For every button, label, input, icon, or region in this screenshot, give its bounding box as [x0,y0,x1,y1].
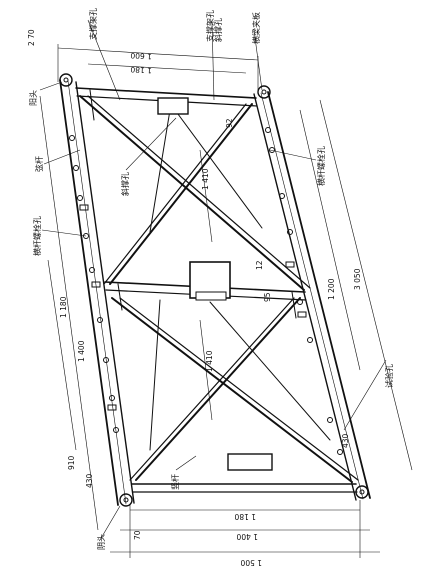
dim-small-95: 95 [263,292,272,302]
dim-small-70: 70 [133,530,142,540]
diagonal-lower-2 [135,297,301,481]
right-chord-outer [267,91,371,499]
dim-diag-lower: 1 410 [205,350,214,372]
dim-bottom-1400: 1 400 [236,532,258,541]
right-chord-inner [253,93,357,501]
lug-bottom-left [119,493,133,507]
dim-small-12: 12 [255,260,264,270]
male-end-lug-top-left [59,73,73,87]
diagonal-upper-2 [109,103,253,285]
diagonal-lower-1 [111,297,353,483]
dim-right-mid: 1 200 [327,278,336,300]
right-chord-bolt-holes [265,127,343,455]
label-test-hole: 试验孔 [384,364,394,388]
dimension-lines [39,44,413,558]
label-bracing-frame-hole: 支撑架孔 [205,10,215,42]
top-gusset-plate [157,97,189,115]
lug-bottom-right [355,485,369,499]
annotation-labels: 支撑架孔 支撑架孔 斜撑孔 横梁夹板 阳头 横杆螺栓孔 斜撑孔 横杆螺栓孔 弦杆… [28,8,394,550]
label-diagonal-hole: 斜撑孔 [213,18,223,42]
left-chord-bolt-holes [69,135,119,433]
label-chord-bracing-hole: 支撑架孔 [88,8,98,40]
dim-bottom-1500: 1 500 [240,558,262,567]
panel-frame [59,73,371,507]
dim-bottom-1180: 1 180 [234,512,256,521]
label-raker-hole: 斜撑孔 [120,172,130,196]
left-chord-outer [59,79,119,506]
dim-left-1180: 1 180 [59,296,68,318]
top-transom [75,87,257,99]
leader-lines [39,19,387,541]
female-end-lug-top-right [257,85,271,99]
dim-right-total: 3 050 [353,268,362,290]
diagonal-upper-1 [79,95,305,291]
label-female-end: 阴头 [96,534,106,550]
dim-small-92: 92 [225,118,234,128]
dim-left-1400: 1 400 [77,340,86,362]
label-chord-bolt-hole-top: 横杆螺栓孔 [316,146,326,186]
dimension-labels: 1 600 1 180 2 70 1 410 1 410 1 200 3 050… [27,29,362,567]
dim-top-outer: 1 600 [130,51,152,61]
label-chord-bolt-hole-left: 横杆螺栓孔 [32,216,42,256]
label-stringer-clamp: 横梁夹板 [251,12,261,44]
dim-left-910: 910 [67,455,76,470]
label-male-end: 阳头 [28,90,38,106]
label-vertical: 竖杆 [170,474,180,490]
dim-right-430: 430 [341,433,350,448]
label-chord-left: 弦杆 [34,156,44,172]
vertical-top-left [89,89,95,121]
bottom-gusset-plate [227,453,273,471]
dim-top-inner: 1 180 [130,65,152,75]
dim-top-gap: 2 70 [27,29,36,46]
left-chord-inner [75,81,135,504]
dim-left-430: 430 [85,473,94,488]
dim-diag-upper: 1 410 [201,168,210,190]
